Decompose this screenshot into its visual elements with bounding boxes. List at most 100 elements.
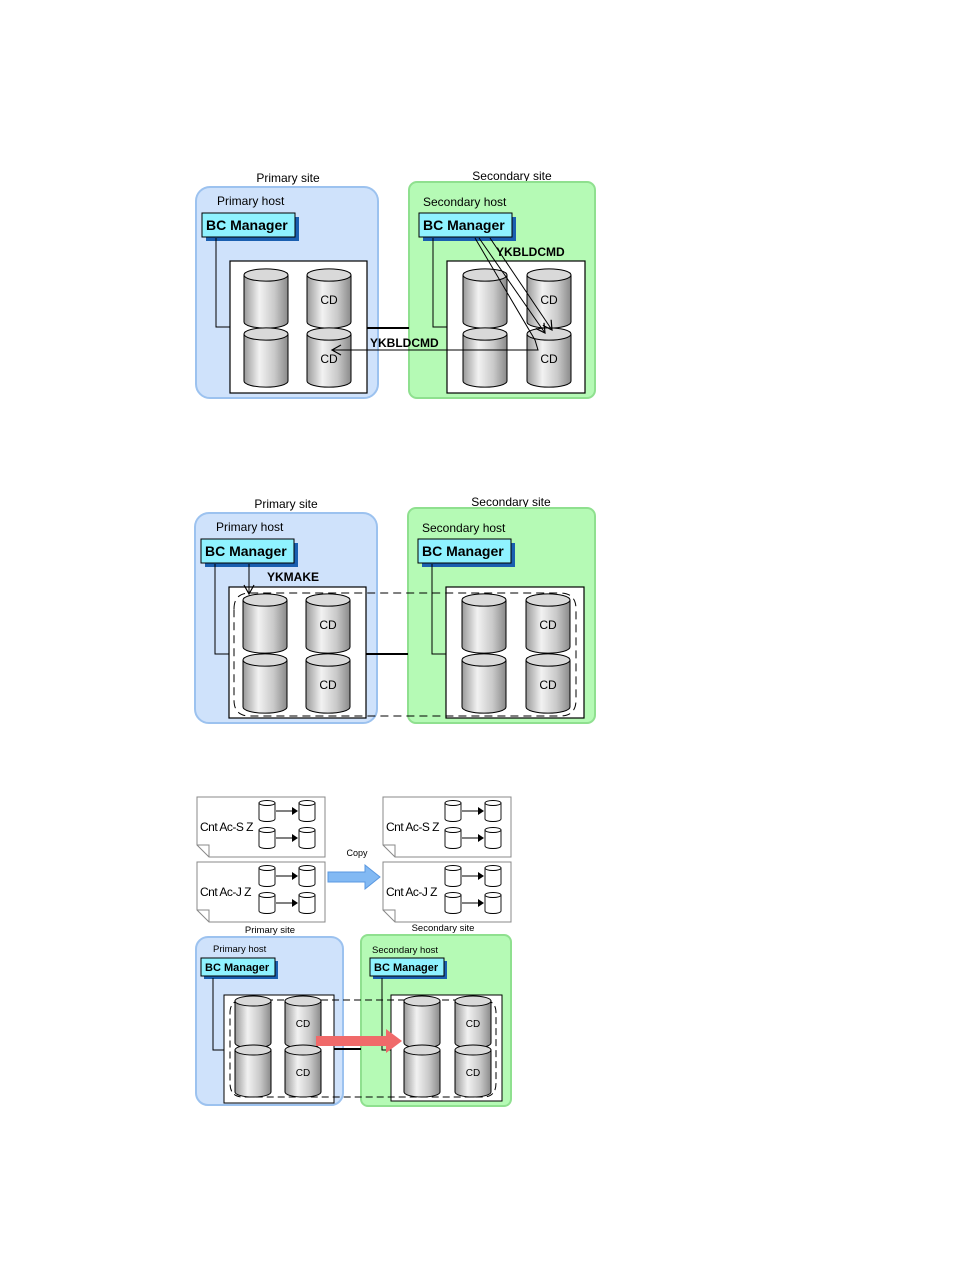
cylinder-top	[284, 995, 322, 1007]
bc-manager-body	[200, 538, 295, 564]
volume-cylinder	[234, 995, 272, 1049]
mini-volume-body	[258, 802, 276, 822]
cd-label: CD	[466, 1068, 480, 1079]
diagram-2: Primary site Secondary site Primary host…	[194, 495, 596, 724]
cd-label: CD	[539, 618, 557, 632]
primary-host-label: Primary host	[216, 520, 284, 534]
bc-manager-body	[201, 212, 296, 238]
cylinder-body	[462, 274, 508, 329]
mini-volume-body	[444, 802, 462, 822]
secondary-host-label: Secondary host	[372, 945, 438, 956]
config-file-label: Cnt Ac-S Z	[200, 820, 253, 834]
copy-arrow	[327, 863, 381, 891]
volume-cylinder: CD	[526, 327, 572, 388]
primary-site-label: Primary site	[254, 497, 318, 511]
mini-copy-arrowhead	[478, 834, 484, 842]
bc-manager-body	[417, 538, 512, 564]
document-fold	[197, 909, 210, 922]
host-connection-line	[212, 978, 224, 1051]
mini-volume-body	[444, 867, 462, 887]
bc-manager-box: BC Manager	[418, 212, 516, 241]
copy-group-boundary	[233, 592, 577, 717]
mini-volume-top	[298, 800, 316, 806]
volume-cylinder: CD	[284, 995, 322, 1049]
secondary-host-label: Secondary host	[422, 521, 506, 535]
volume-cylinder	[462, 268, 508, 329]
mini-copy-arrowhead	[292, 872, 298, 880]
volume-cylinder: CD	[454, 1044, 492, 1098]
replication-arrow	[316, 1029, 402, 1053]
cylinder-body	[234, 1000, 272, 1049]
cylinder-top	[461, 653, 507, 667]
mini-volume-top	[444, 827, 462, 833]
bc-manager-box: BC Manager	[200, 538, 298, 567]
ykbldcmd-remote-arrow	[330, 237, 539, 356]
volume-cylinder: CD	[284, 1044, 322, 1098]
cylinder-top	[462, 327, 508, 341]
mini-copy-arrowhead	[478, 872, 484, 880]
mini-volume-body	[258, 894, 276, 914]
ykbldcmd-arrow	[478, 237, 546, 335]
mini-volume-body	[258, 867, 276, 887]
secondary-site-label: Secondary site	[472, 169, 552, 183]
bc-manager-label: BC Manager	[422, 543, 504, 559]
cylinder-body	[234, 1049, 272, 1098]
volume-cylinder	[403, 1044, 441, 1098]
cd-label: CD	[320, 293, 338, 307]
document-fold	[383, 909, 396, 922]
cylinder-top	[454, 1044, 492, 1056]
mini-copy-arrowhead	[292, 834, 298, 842]
cylinder-body	[461, 599, 507, 654]
cylinder-body	[305, 659, 351, 714]
cd-label: CD	[319, 678, 337, 692]
cd-label: CD	[319, 618, 337, 632]
cylinder-body	[525, 599, 571, 654]
bc-manager-label: BC Manager	[374, 962, 439, 974]
diagram-3: Cnt Ac-S Z Cnt Ac-J Z Cnt Ac-S Z Cnt Ac-…	[195, 796, 512, 1107]
cylinder-body	[403, 1000, 441, 1049]
config-file-primary-s: Cnt Ac-S Z	[196, 796, 326, 858]
volume-cylinder: CD	[525, 653, 571, 714]
diagram-1: Primary site Secondary site Primary host…	[195, 169, 596, 399]
mini-volume-body	[484, 829, 502, 849]
cylinder-body	[525, 659, 571, 714]
mini-volume-body	[444, 829, 462, 849]
mini-volume-top	[258, 800, 276, 806]
config-file-label: Cnt Ac-S Z	[386, 820, 439, 834]
mini-volume-body	[298, 867, 316, 887]
volume-cylinder	[243, 268, 289, 329]
volume-cylinder: CD	[306, 327, 352, 388]
primary-host-label: Primary host	[213, 944, 267, 955]
cylinder-top	[234, 995, 272, 1007]
cd-label: CD	[466, 1019, 480, 1030]
cylinder-body	[461, 659, 507, 714]
mini-volume-top	[484, 865, 502, 871]
mini-copy-arrowhead	[478, 807, 484, 815]
copy-label: Copy	[346, 848, 368, 858]
mini-volume-top	[484, 892, 502, 898]
cylinder-body	[242, 659, 288, 714]
host-connection-line	[432, 238, 447, 328]
bc-manager-body	[418, 212, 513, 238]
cylinder-body	[243, 333, 289, 388]
volume-cylinder	[242, 653, 288, 714]
mini-copy-arrowhead	[478, 899, 484, 907]
cylinder-top	[403, 995, 441, 1007]
bc-manager-label: BC Manager	[206, 217, 288, 233]
cylinder-body	[243, 274, 289, 329]
primary-site-label: Primary site	[256, 171, 320, 185]
cylinder-top	[234, 1044, 272, 1056]
volume-cylinder: CD	[526, 268, 572, 329]
mini-volume-body	[298, 802, 316, 822]
host-connection-line	[215, 238, 230, 328]
volume-cylinder: CD	[305, 593, 351, 654]
mini-volume-top	[444, 892, 462, 898]
cylinder-body	[526, 333, 572, 388]
mini-volume-body	[444, 894, 462, 914]
config-file-secondary-s: Cnt Ac-S Z	[382, 796, 512, 858]
bc-manager-box: BC Manager	[201, 212, 299, 241]
cylinder-top	[306, 268, 352, 282]
mini-volume-top	[444, 865, 462, 871]
mini-volume-top	[298, 827, 316, 833]
